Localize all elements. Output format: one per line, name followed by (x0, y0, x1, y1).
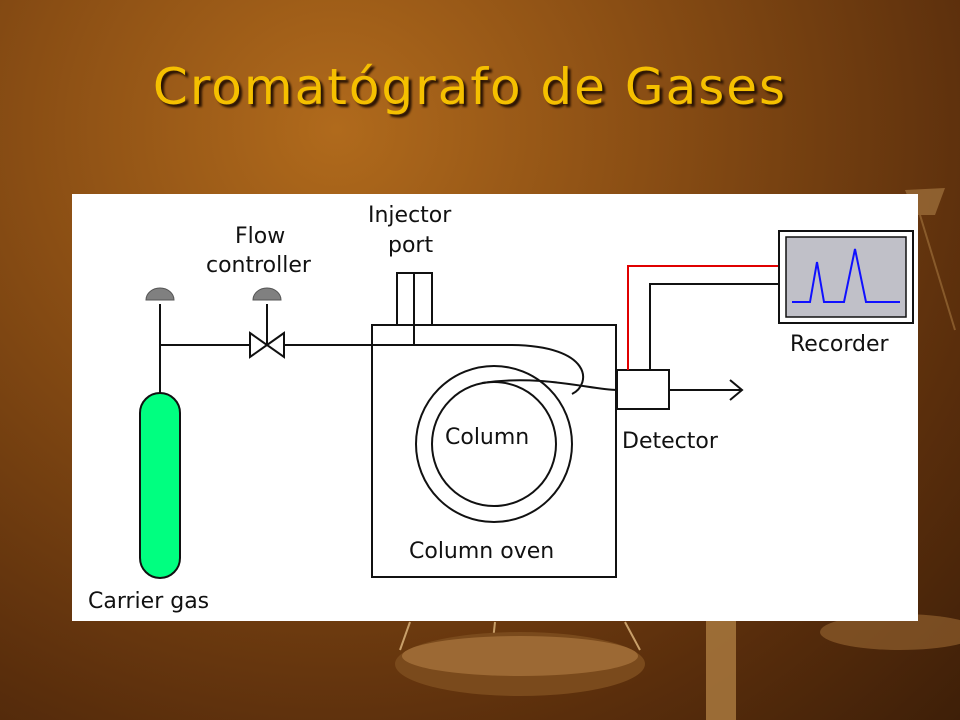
injector-port (396, 272, 433, 345)
injector-port-label-line1: Injector (368, 203, 452, 228)
column-oven-label: Column oven (409, 539, 554, 564)
recorder-label: Recorder (790, 332, 890, 357)
detector-box (616, 369, 670, 410)
gas-chromatograph-diagram: Flow controller Injector port Column Col… (72, 194, 918, 621)
flow-controller-valve-icon (249, 287, 285, 359)
column-coil (415, 344, 618, 523)
carrier-gas-cylinder (139, 304, 181, 579)
flow-controller-label-line1: Flow (235, 224, 285, 249)
slide-title: Cromatógrafo de Gases (152, 58, 788, 116)
chromatogram-trace (792, 248, 900, 303)
carrier-gas-label: Carrier gas (88, 589, 209, 614)
detector-label: Detector (622, 429, 719, 454)
injector-port-label-line2: port (388, 233, 433, 258)
regulator-knob-icon (145, 287, 175, 301)
flow-controller-label-line2: controller (206, 253, 312, 278)
column-label: Column (445, 425, 529, 450)
column-oven-box (371, 324, 617, 578)
signal-wire-red (627, 265, 780, 370)
outlet-arrow-icon (669, 379, 744, 401)
signal-wire-black (649, 283, 780, 370)
recorder (778, 230, 914, 324)
